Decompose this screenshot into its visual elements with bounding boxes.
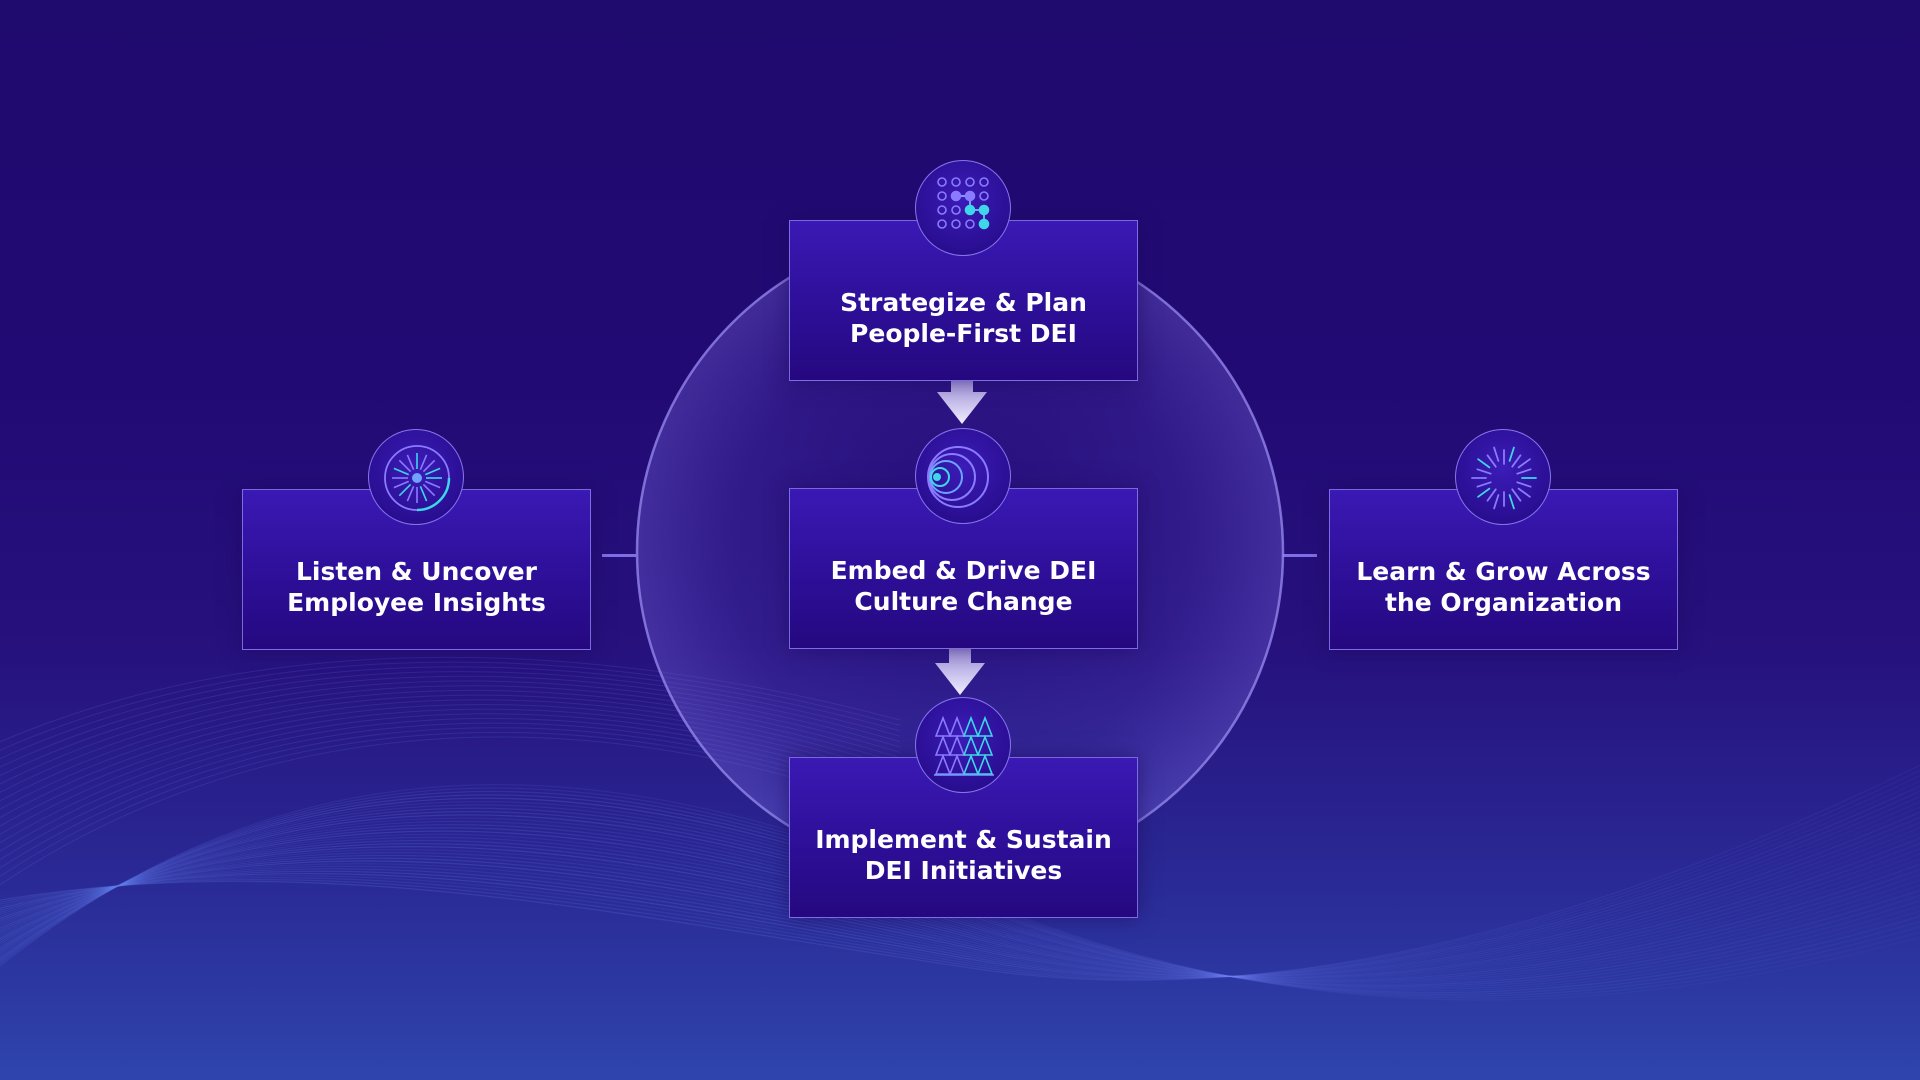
right-connector [1283,554,1317,557]
concentric-rings-icon [915,428,1011,524]
background-wave-line [0,842,1920,979]
left-connector [602,554,636,557]
background-wave-line [0,780,1920,979]
background-wave-line [0,775,1920,980]
lattice-triangles-icon [915,697,1011,793]
node-label-strategize: Strategize & Plan People-First DEI [840,287,1087,348]
node-label-embed: Embed & Drive DEI Culture Change [830,555,1097,616]
background-wave-line [0,795,1920,978]
background-wave-line [0,827,1920,978]
background-wave-line [0,837,1920,978]
background-wave-line [0,836,1920,980]
dot-grid-path-icon [915,160,1011,256]
background-wave-line [0,769,1920,981]
background-wave-line [0,785,1920,979]
background-wave-line [0,821,1920,978]
radial-burst-icon [368,429,464,525]
background-wave-line [0,801,1920,978]
background-wave-line [0,806,1920,978]
background-wave-line [0,811,1920,978]
node-label-learn: Learn & Grow Across the Organization [1356,556,1651,617]
background-wave-line [0,814,1920,986]
background-wave-line [0,817,1920,985]
node-label-listen: Listen & Uncover Employee Insights [287,556,546,617]
background-wave-line [0,824,1920,983]
background-wave-line [0,830,1920,981]
node-label-implement: Implement & Sustain DEI Initiatives [815,824,1112,885]
sunburst-ring-icon [1455,429,1551,525]
background-wave-line [0,839,1920,979]
node-embed: Embed & Drive DEI Culture Change [789,488,1138,649]
background-wave-line [0,832,1920,978]
background-wave-line [0,833,1920,981]
background-wave-line [0,816,1920,978]
background-wave-line [0,827,1920,982]
background-wave-line [0,790,1920,978]
background-wave-line [0,764,1920,981]
background-wave-line [0,820,1920,984]
